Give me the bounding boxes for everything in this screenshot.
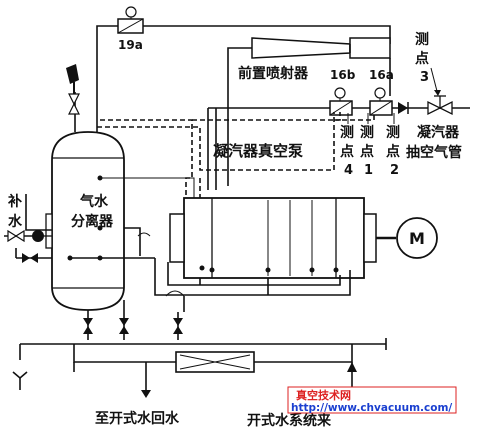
svg-text:点: 点	[360, 143, 374, 160]
svg-text:补: 补	[7, 193, 22, 210]
motor-label: M	[409, 229, 425, 248]
level-gauge	[32, 213, 53, 249]
valve-16a: 16a	[369, 68, 394, 116]
pump-return-lines	[154, 258, 351, 312]
pre-ejector: 前置喷射器	[227, 37, 391, 186]
valve-19a: 19a	[117, 6, 144, 52]
svg-text:1: 1	[364, 163, 373, 178]
valve-16a-label: 16a	[369, 68, 394, 82]
svg-text:点: 点	[340, 143, 354, 160]
separator-vent	[66, 64, 80, 132]
measuring-point-1-label: 测 点 1	[360, 124, 374, 178]
return-water-label: 至开式水回水	[95, 410, 180, 427]
measuring-point-4-label: 测 点 4	[340, 124, 354, 178]
drain-valves	[83, 300, 183, 340]
measuring-point-3-label: 测 点 3	[415, 31, 429, 85]
open-water-mains	[12, 338, 387, 398]
svg-text:测: 测	[415, 31, 429, 48]
svg-text:4: 4	[344, 163, 353, 178]
svg-text:2: 2	[390, 163, 399, 178]
watermark-url: http://www.chvacuum.com/	[291, 402, 452, 414]
gate-valve-point-3	[427, 67, 453, 116]
separator-outlets	[67, 175, 195, 261]
vacuum-pump	[169, 197, 396, 279]
heat-exchanger	[175, 351, 255, 373]
steam-water-separator: 气水 分离器	[51, 131, 125, 311]
valve-19a-label: 19a	[118, 38, 143, 52]
svg-text:测: 测	[360, 124, 374, 141]
svg-text:点: 点	[415, 50, 429, 67]
svg-text:抽空气管: 抽空气管	[406, 144, 462, 161]
condenser-air-pipe-label: 凝汽器 抽空气管	[406, 124, 462, 161]
svg-text:水: 水	[8, 213, 23, 230]
site-watermark: 真空技术网 http://www.chvacuum.com/	[287, 386, 457, 414]
dashed-air-pipes	[97, 112, 375, 200]
watermark-title: 真空技术网	[296, 388, 351, 402]
makeup-water-inlet: 补 水	[4, 193, 52, 263]
separator-label-1: 气水	[79, 193, 109, 210]
pre-ejector-label: 前置喷射器	[238, 65, 309, 82]
svg-text:测: 测	[340, 124, 354, 141]
open-water-source-label: 开式水系统来	[247, 412, 332, 429]
svg-text:凝汽器: 凝汽器	[417, 124, 460, 141]
motor: M	[396, 217, 438, 259]
svg-text:点: 点	[386, 143, 400, 160]
separator-label-2: 分离器	[71, 213, 114, 230]
check-valve	[398, 102, 409, 114]
svg-text:测: 测	[386, 124, 400, 141]
vacuum-pump-label: 凝汽器真空泵	[213, 142, 303, 160]
measuring-point-2-label: 测 点 2	[386, 124, 400, 178]
svg-text:3: 3	[420, 70, 429, 85]
valve-16b: 16b	[329, 68, 356, 116]
valve-16b-label: 16b	[330, 68, 356, 82]
